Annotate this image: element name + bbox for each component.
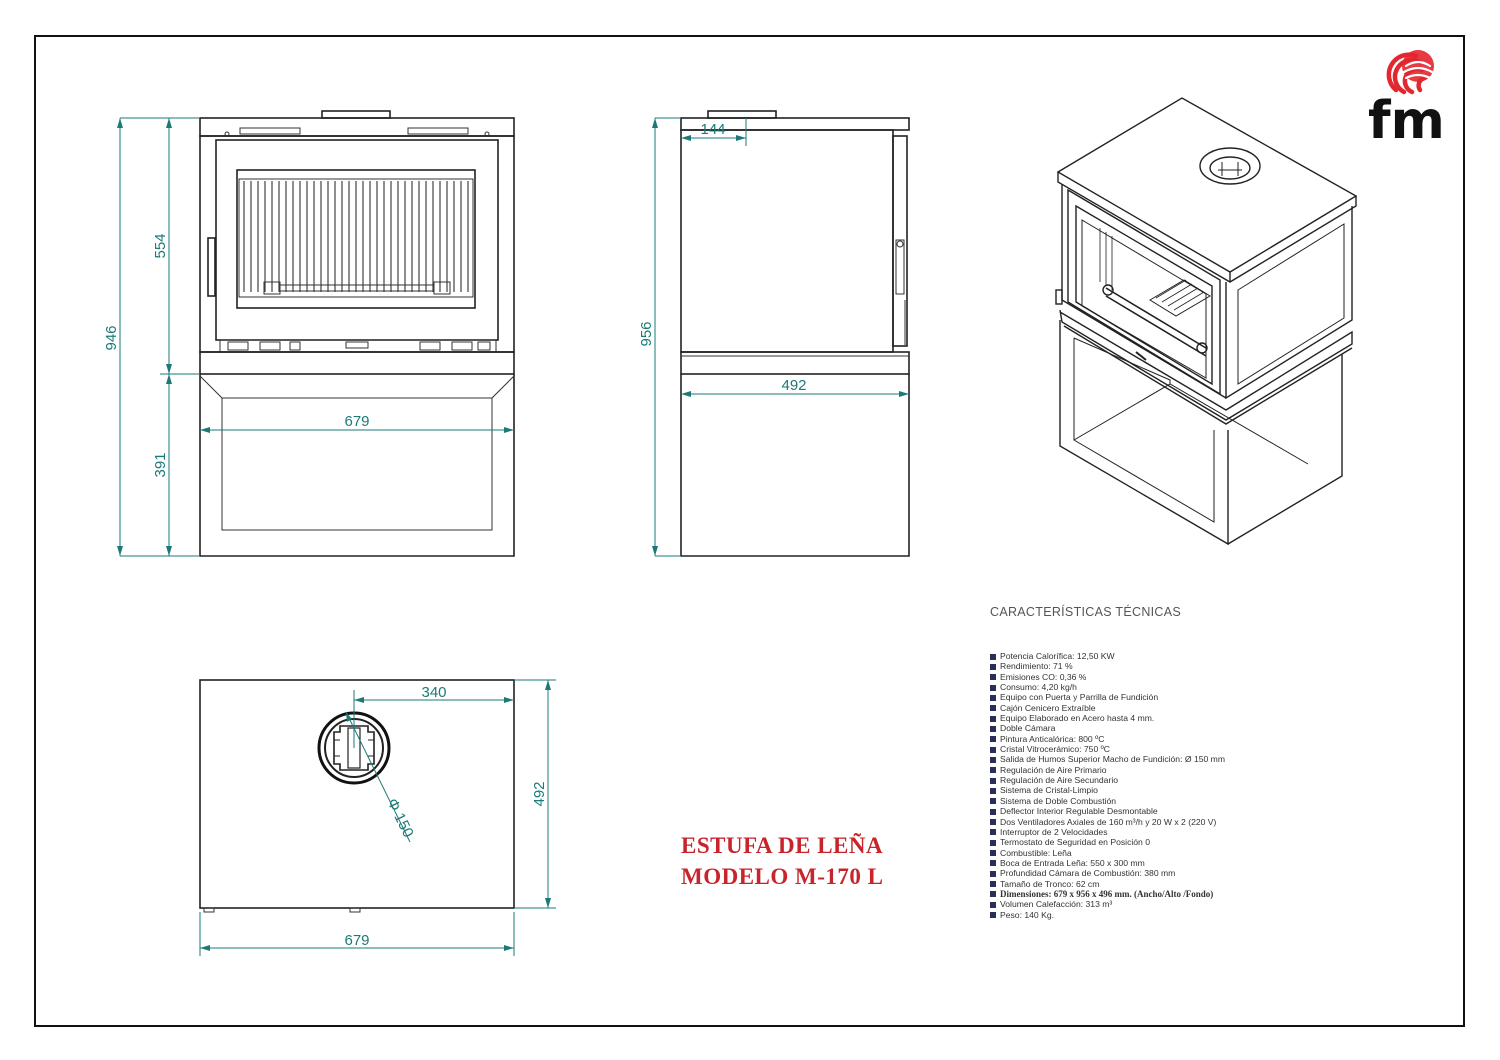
front-view — [199, 110, 515, 557]
spec-item: Equipo con Puerta y Parrilla de Fundició… — [990, 692, 1320, 702]
spec-item: Dimensiones: 679 x 956 x 496 mm. (Ancho/… — [990, 889, 1320, 899]
dim-top-flue-offset: 340 — [421, 684, 446, 701]
dim-top-depth: 492 — [531, 781, 548, 806]
spec-item: Deflector Interior Regulable Desmontable — [990, 806, 1320, 816]
side-view — [680, 110, 910, 557]
top-view — [199, 679, 515, 913]
spec-item: Tamaño de Tronco: 62 cm — [990, 879, 1320, 889]
spec-item: Boca de Entrada Leña: 550 x 300 mm — [990, 858, 1320, 868]
dim-front-width: 679 — [344, 413, 369, 430]
dim-side-depth: 492 — [781, 377, 806, 394]
technical-specs: CARACTERÍSTICAS TÉCNICAS Potencia Calorí… — [990, 605, 1320, 920]
spec-item: Salida de Humos Superior Macho de Fundic… — [990, 754, 1320, 764]
firebox-grate — [243, 181, 469, 292]
spec-item: Peso: 140 Kg. — [990, 910, 1320, 920]
dim-side-height-total: 956 — [638, 321, 655, 346]
spec-item: Regulación de Aire Primario — [990, 765, 1320, 775]
dim-front-height-lower: 391 — [152, 452, 169, 477]
spec-item: Sistema de Doble Combustión — [990, 796, 1320, 806]
spec-item: Cajón Cenicero Extraíble — [990, 703, 1320, 713]
spec-item: Consumo: 4,20 kg/h — [990, 682, 1320, 692]
isometric-view — [1055, 97, 1358, 546]
spec-item: Equipo Elaborado en Acero hasta 4 mm. — [990, 713, 1320, 723]
sheet-border — [34, 35, 1465, 1027]
spec-item: Volumen Calefacción: 313 m³ — [990, 899, 1320, 909]
spec-item: Rendimiento: 71 % — [990, 661, 1320, 671]
spec-item: Regulación de Aire Secundario — [990, 775, 1320, 785]
spec-item: Sistema de Cristal-Limpio — [990, 785, 1320, 795]
front-dimensions: 946 554 391 679 — [103, 117, 514, 557]
dim-flue-diameter: Φ 150 — [383, 796, 416, 840]
spec-item: Interruptor de 2 Velocidades — [990, 827, 1320, 837]
spec-item: Combustible: Leña — [990, 848, 1320, 858]
spec-item: Termostato de Seguridad en Posición 0 — [990, 837, 1320, 847]
model-title: ESTUFA DE LEÑA MODELO M-170 L — [681, 830, 884, 892]
fm-logo: fm — [1366, 48, 1452, 151]
spec-item: Doble Cámara — [990, 723, 1320, 733]
dim-side-flue-offset: 144 — [700, 121, 725, 138]
spec-item: Emisiones CO: 0,36 % — [990, 672, 1320, 682]
logo-text: fm — [1368, 91, 1445, 144]
model-line-1: ESTUFA DE LEÑA — [681, 833, 884, 858]
dim-top-width: 679 — [344, 932, 369, 949]
dim-front-height-upper: 554 — [152, 233, 169, 258]
side-dimensions: 956 144 492 — [638, 117, 909, 557]
spec-item: Cristal Vitrocerámico: 750 ºC — [990, 744, 1320, 754]
model-line-2: MODELO M-170 L — [681, 864, 884, 889]
spec-item: Potencia Calorífica: 12,50 KW — [990, 651, 1320, 661]
spec-item: Dos Ventiladores Axiales de 160 m³/h y 2… — [990, 817, 1320, 827]
spec-item: Pintura Anticalórica: 800 ºC — [990, 734, 1320, 744]
spec-item: Profundidad Cámara de Combustión: 380 mm — [990, 868, 1320, 878]
specs-title: CARACTERÍSTICAS TÉCNICAS — [990, 605, 1182, 619]
logo-arcs-icon — [1386, 50, 1434, 95]
dim-front-height-total: 946 — [103, 325, 120, 350]
